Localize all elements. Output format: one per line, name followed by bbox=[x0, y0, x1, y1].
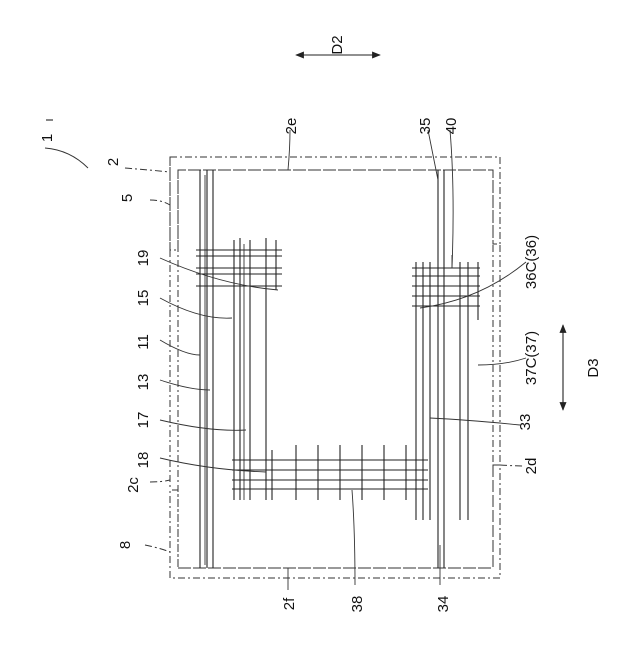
ref-35: 35 bbox=[417, 118, 434, 135]
label-d3: D3 bbox=[585, 358, 602, 377]
ref-2e: 2e bbox=[283, 118, 300, 135]
lower-comb-38 bbox=[232, 445, 428, 500]
ref-2c: 2c bbox=[125, 477, 142, 493]
ref-2: 2 bbox=[105, 158, 122, 166]
ref-17: 17 bbox=[135, 412, 152, 429]
ref-19: 19 bbox=[135, 250, 152, 267]
left-electrode-group bbox=[200, 170, 213, 568]
label-d2: D2 bbox=[329, 35, 346, 54]
ref-37c: 37C(37) bbox=[523, 331, 540, 385]
ref-34: 34 bbox=[435, 596, 452, 613]
ref-38: 38 bbox=[349, 596, 366, 613]
ref-8: 8 bbox=[117, 541, 134, 549]
ref-2f: 2f bbox=[281, 597, 298, 610]
ref-2d: 2d bbox=[523, 458, 540, 475]
reference-numerals: 1 2 5 19 15 11 13 17 18 2c 8 2e 35 40 36… bbox=[39, 118, 540, 613]
ref-15: 15 bbox=[135, 290, 152, 307]
ref-11: 11 bbox=[135, 334, 152, 350]
right-electrode-group bbox=[412, 170, 480, 568]
outer-body-outline bbox=[170, 157, 500, 578]
ref-36c: 36C(36) bbox=[523, 235, 540, 289]
ref-40: 40 bbox=[443, 118, 460, 135]
ref-33: 33 bbox=[517, 414, 534, 431]
ref-5: 5 bbox=[119, 194, 136, 202]
upper-left-comb bbox=[196, 238, 282, 500]
ref-18: 18 bbox=[135, 452, 152, 469]
ref-1: 1 bbox=[39, 134, 56, 142]
ref-13: 13 bbox=[135, 374, 152, 391]
leader-lines bbox=[45, 120, 526, 590]
